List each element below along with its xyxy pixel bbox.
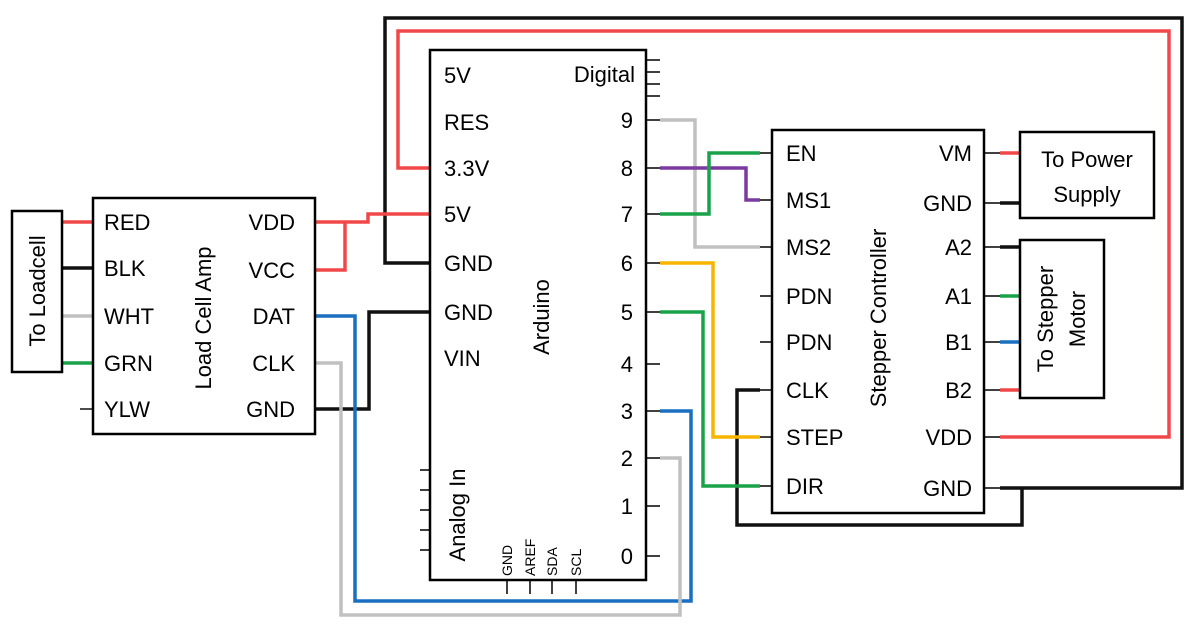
- amp-pin-dat: DAT: [253, 304, 295, 329]
- amp-pin-grn: GRN: [104, 351, 153, 376]
- wire-pin8-ms1: [660, 166, 760, 202]
- power-supply-block: To Power Supply: [1018, 130, 1156, 220]
- motor-label-line2: Motor: [1065, 291, 1090, 347]
- stepper-pin-a1: A1: [945, 284, 972, 309]
- arduino-bottom-aref: AREF: [522, 539, 538, 576]
- stepper-pin-vm: VM: [939, 141, 972, 166]
- stepper-left-ticks: [760, 152, 772, 487]
- stepper-pin-a2: A2: [945, 235, 972, 260]
- arduino-bottom-ticks: [506, 580, 577, 594]
- amp-pin-wht: WHT: [104, 304, 154, 329]
- arduino-pin-5v: 5V: [444, 202, 471, 227]
- amp-pin-vcc: VCC: [249, 258, 296, 283]
- arduino-pin-5v-top: 5V: [444, 63, 471, 88]
- arduino-analog-label: Analog In: [445, 469, 470, 562]
- arduino-pin-8: 8: [621, 156, 633, 181]
- arduino-block: 5V RES 3.3V 5V GND GND VIN Digital 9 8 7…: [420, 48, 660, 594]
- arduino-pin-4: 4: [621, 352, 633, 377]
- power-label-line1: To Power: [1041, 147, 1133, 172]
- stepper-pin-gnd-2: GND: [923, 476, 972, 501]
- wire-gnd-outer: [383, 16, 1184, 490]
- amp-pin-blk: BLK: [104, 256, 146, 281]
- motor-box: [1018, 238, 1106, 400]
- arduino-pin-9: 9: [621, 108, 633, 133]
- loadcell-block: To Loadcell: [10, 209, 64, 374]
- arduino-pin-res: RES: [444, 110, 489, 135]
- stepper-pin-pdn-2: PDN: [786, 330, 832, 355]
- arduino-bottom-scl: SCL: [568, 549, 584, 576]
- arduino-box: [428, 48, 648, 582]
- stepper-pin-en: EN: [786, 141, 817, 166]
- arduino-pin-gnd-2: GND: [444, 300, 493, 325]
- arduino-digital-label: Digital: [574, 62, 635, 87]
- arduino-pin-5: 5: [621, 300, 633, 325]
- stepper-title: Stepper Controller: [866, 229, 891, 408]
- wire-3v3-vdd: [396, 29, 1171, 439]
- arduino-pin-7: 7: [621, 202, 633, 227]
- arduino-pin-0: 0: [621, 544, 633, 569]
- stepper-pin-gnd-1: GND: [923, 191, 972, 216]
- amp-pin-clk: CLK: [252, 351, 295, 376]
- stepper-pin-step: STEP: [786, 425, 843, 450]
- motor-label-line1: To Stepper: [1033, 266, 1058, 372]
- arduino-pin-vin: VIN: [444, 346, 481, 371]
- arduino-pin-1: 1: [621, 494, 633, 519]
- arduino-pin-gnd-1: GND: [444, 251, 493, 276]
- amp-pin-red: RED: [104, 210, 150, 235]
- amp-box: [91, 196, 317, 436]
- arduino-title: Arduino: [529, 279, 554, 355]
- stepper-pin-b2: B2: [945, 378, 972, 403]
- stepper-pin-b1: B1: [945, 330, 972, 355]
- stepper-box: [770, 128, 986, 515]
- wire-amp-gnd: [315, 310, 430, 411]
- wire-pin5-dir: [660, 310, 760, 488]
- power-box: [1018, 130, 1156, 220]
- arduino-analog-ticks: [420, 469, 430, 551]
- arduino-bottom-sda: SDA: [544, 547, 560, 576]
- wire-pin7-en: [660, 151, 760, 216]
- amp-pin-ylw: YLW: [104, 397, 150, 422]
- amp-pin-vdd: VDD: [249, 210, 295, 235]
- wires: [62, 16, 1184, 617]
- arduino-pin-3: 3: [621, 399, 633, 424]
- arduino-bottom-gnd: GND: [499, 545, 515, 576]
- wire-pin6-step: [660, 261, 760, 439]
- arduino-pin-2: 2: [621, 446, 633, 471]
- stepper-pin-vdd: VDD: [926, 425, 972, 450]
- wire-pin9-ms2: [660, 118, 760, 249]
- stepper-motor-block: To Stepper Motor: [1018, 238, 1106, 400]
- arduino-pin-3v3: 3.3V: [444, 156, 490, 181]
- loadcell-box: [10, 209, 64, 374]
- stepper-controller: EN MS1 MS2 PDN PDN CLK STEP DIR VM GND A…: [760, 128, 1000, 515]
- stepper-pin-ms1: MS1: [786, 188, 831, 213]
- stepper-pin-pdn-1: PDN: [786, 284, 832, 309]
- wire-clk-gnd: [735, 388, 1024, 527]
- loadcell-label: To Loadcell: [25, 235, 50, 346]
- amp-pin-gnd: GND: [246, 397, 295, 422]
- stepper-pin-dir: DIR: [786, 474, 824, 499]
- stepper-pin-ms2: MS2: [786, 235, 831, 260]
- power-label-line2: Supply: [1053, 182, 1120, 207]
- load-cell-amp: RED BLK WHT GRN YLW VDD VCC DAT CLK GND …: [91, 196, 317, 436]
- arduino-digital-ticks: [646, 59, 660, 557]
- wire-clk-pin2: [315, 361, 682, 617]
- stepper-pin-clk: CLK: [786, 378, 829, 403]
- wire-dat-pin3: [315, 314, 693, 603]
- amp-title: Load Cell Amp: [191, 246, 216, 389]
- arduino-pin-6: 6: [621, 251, 633, 276]
- wire-vdd-5v: [315, 212, 430, 272]
- stepper-right-ticks: [984, 152, 1000, 489]
